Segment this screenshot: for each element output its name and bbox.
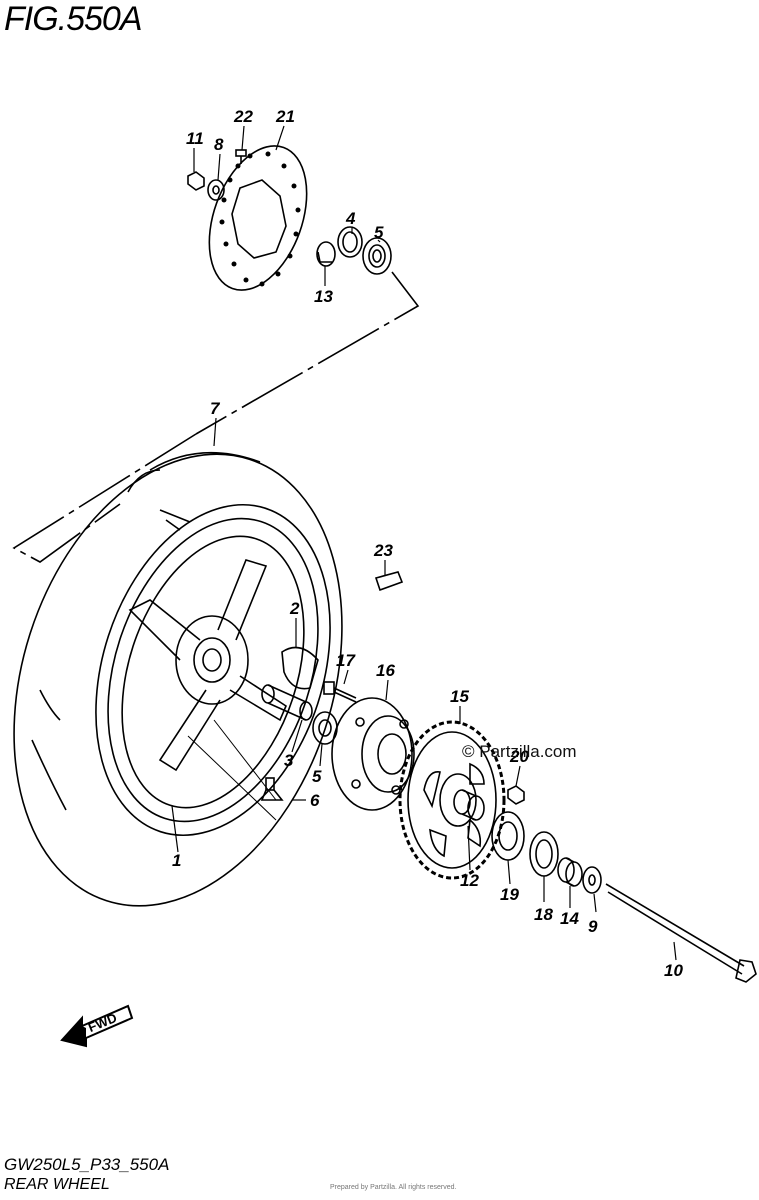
- axle-spacer[interactable]: [261, 684, 313, 721]
- rear-tire[interactable]: [0, 411, 397, 948]
- partzilla-watermark: © Partzilla.com: [462, 742, 577, 761]
- callout-2: 2: [289, 599, 300, 618]
- sprocket-nut[interactable]: [507, 785, 525, 805]
- callout-18: 18: [534, 905, 553, 924]
- callout-6: 6: [310, 791, 320, 810]
- figure-caption: REAR WHEEL: [4, 1176, 110, 1193]
- bearing-sprocket[interactable]: [491, 811, 525, 861]
- callout-1: 1: [172, 851, 181, 870]
- sprocket-spacer[interactable]: [557, 857, 583, 887]
- callout-16: 16: [376, 661, 395, 680]
- figure-title: FIG.550A: [4, 0, 143, 38]
- sprocket-mounting-drum[interactable]: [331, 697, 415, 811]
- disc-nut[interactable]: [187, 171, 205, 191]
- callout-4: 4: [345, 209, 356, 228]
- rear-axle[interactable]: [605, 883, 757, 983]
- footer-note: Prepared by Partzilla. All rights reserv…: [330, 1184, 457, 1191]
- disc-bolt[interactable]: [235, 149, 247, 164]
- callout-5-top: 5: [374, 223, 384, 242]
- callout-22: 22: [233, 107, 253, 126]
- tire-valve[interactable]: [260, 777, 284, 801]
- oil-seal-top[interactable]: [337, 226, 363, 258]
- callout-10: 10: [664, 961, 683, 980]
- spacer-collar-top[interactable]: [316, 241, 336, 267]
- callout-13: 13: [314, 287, 333, 306]
- callout-17: 17: [336, 651, 356, 670]
- callout-12: 12: [460, 871, 479, 890]
- oil-seal-sprocket[interactable]: [529, 831, 559, 877]
- callout-20: 20: [509, 747, 529, 766]
- bearing-top[interactable]: [362, 237, 392, 275]
- callout-23: 23: [373, 541, 393, 560]
- model-code: GW250L5_P33_550A: [4, 1155, 170, 1174]
- callout-15: 15: [450, 687, 469, 706]
- callout-19: 19: [500, 885, 519, 904]
- wheel-damper[interactable]: [281, 646, 319, 690]
- callout-9: 9: [588, 917, 598, 936]
- brake-disc[interactable]: [191, 132, 325, 303]
- balance-weight[interactable]: [374, 571, 404, 592]
- callout-11: 11: [186, 129, 204, 148]
- hub-bolt[interactable]: [323, 681, 357, 703]
- rear-wheel-rim[interactable]: [72, 491, 355, 848]
- fwd-arrow-icon: FWD: [60, 1004, 134, 1048]
- callout-5-mid: 5: [312, 767, 322, 786]
- callout-3: 3: [284, 751, 294, 770]
- callout-21: 21: [275, 107, 295, 126]
- callout-14: 14: [560, 909, 579, 928]
- rear-sprocket[interactable]: [398, 720, 506, 880]
- sprocket-collar[interactable]: [453, 789, 485, 821]
- callout-8: 8: [214, 135, 224, 154]
- axle-washer[interactable]: [582, 866, 602, 894]
- callout-7: 7: [210, 399, 221, 418]
- disc-washer[interactable]: [207, 179, 225, 201]
